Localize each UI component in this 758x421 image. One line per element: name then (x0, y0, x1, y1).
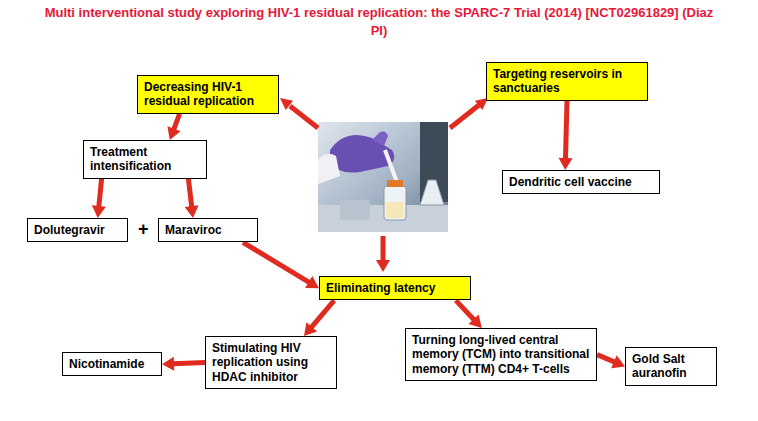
arrow-head (468, 314, 481, 328)
drug-box: Dolutegravir (27, 218, 128, 242)
arrow-head (559, 158, 573, 170)
node-text: Maraviroc (165, 223, 251, 237)
flow-arrow (597, 355, 625, 369)
process-box: Stimulating HIV replication using HDAC i… (205, 336, 337, 389)
arrow-shaft (311, 300, 334, 327)
node-text: Stimulating HIV replication using HDAC i… (212, 341, 330, 384)
arrow-shaft (565, 101, 567, 159)
process-box: Treatment intensification (83, 140, 207, 179)
arrow-head (304, 322, 317, 336)
node-text: Decreasing HIV-1 residual replication (144, 80, 272, 109)
arrow-shaft (99, 179, 102, 207)
static-arrow (450, 98, 488, 128)
goal-box: Decreasing HIV-1 residual replication (137, 75, 279, 114)
diagram-title: Multi interventional study exploring HIV… (39, 4, 719, 39)
node-text: Targeting reservoirs in sanctuaries (493, 67, 641, 96)
node-text: Gold Salt auranofin (632, 352, 710, 381)
arrow-head (185, 205, 199, 218)
arrow-shaft (173, 363, 205, 364)
lab-photo (318, 122, 448, 232)
goal-box: Eliminating latency (319, 276, 471, 300)
node-text: Eliminating latency (326, 281, 464, 295)
arrow-shaft (456, 300, 474, 320)
arrow-head (305, 276, 319, 288)
flow-arrow (456, 300, 482, 328)
arrow-shaft (243, 242, 310, 282)
flow-arrow (185, 179, 199, 218)
node-text: Turning long-lived central memory (TCM) … (412, 333, 590, 376)
plus-sign: + (138, 219, 149, 240)
arrow-shaft (188, 179, 191, 207)
flow-arrow (92, 179, 106, 218)
node-text: Nicotinamide (69, 357, 155, 371)
arrow-head (162, 357, 174, 371)
drug-box: Gold Salt auranofin (625, 347, 717, 386)
static-arrow (280, 98, 318, 128)
flow-arrow (167, 114, 180, 140)
arrow-head (92, 205, 106, 218)
arrow-head (611, 355, 625, 368)
static-arrow (376, 236, 390, 272)
flow-arrow (559, 101, 573, 170)
flow-arrow (162, 357, 205, 371)
node-text: Dendritic cell vaccine (509, 175, 653, 189)
process-box: Dendritic cell vaccine (502, 170, 660, 194)
node-text: Treatment intensification (90, 145, 200, 174)
drug-box: Maraviroc (158, 218, 258, 242)
flow-arrow (243, 242, 319, 288)
arrow-shaft (597, 355, 615, 363)
arrow-head (167, 126, 180, 140)
process-box: Turning long-lived central memory (TCM) … (405, 328, 597, 381)
drug-box: Nicotinamide (62, 352, 162, 376)
node-text: Dolutegravir (34, 223, 121, 237)
flow-arrow (304, 300, 334, 336)
goal-box: Targeting reservoirs in sanctuaries (486, 62, 648, 101)
arrow-shaft (174, 114, 180, 130)
